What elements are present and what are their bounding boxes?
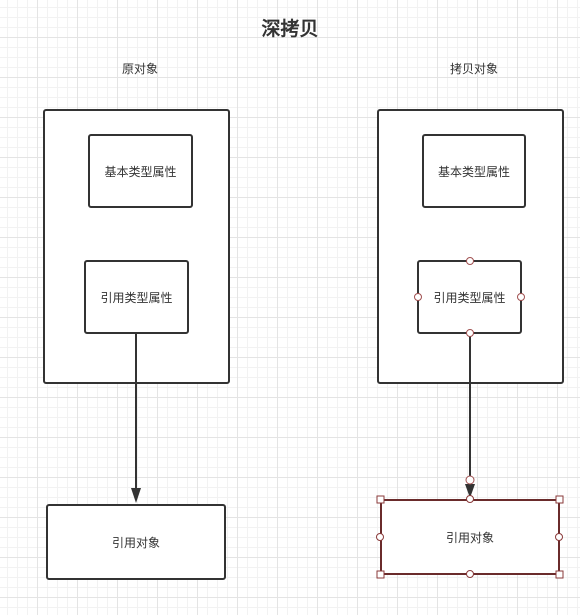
original-ref-arrow-head bbox=[131, 488, 141, 503]
copy-object-heading: 拷贝对象 bbox=[449, 62, 498, 76]
copy-ref-attr-handle-bottom[interactable] bbox=[466, 329, 474, 337]
copy-arrow-end-handle[interactable] bbox=[465, 475, 475, 485]
copy-ref-attr-handle-left[interactable] bbox=[414, 293, 422, 301]
original-ref-attr-label: 引用类型属性 bbox=[100, 290, 173, 305]
copy-basic-attr-label: 基本类型属性 bbox=[437, 164, 510, 179]
selection-handle-right-mid[interactable] bbox=[555, 533, 563, 541]
original-ref-attr-box[interactable]: 引用类型属性 bbox=[84, 260, 189, 334]
copy-ref-attr-handle-top[interactable] bbox=[466, 257, 474, 265]
selection-handle-bottom-mid[interactable] bbox=[466, 570, 474, 578]
selection-handle-left-mid[interactable] bbox=[376, 533, 384, 541]
original-basic-attr-box[interactable]: 基本类型属性 bbox=[88, 134, 193, 208]
original-basic-attr-label: 基本类型属性 bbox=[104, 164, 177, 179]
selection-handle-top-left[interactable] bbox=[376, 495, 385, 504]
selection-handle-top-right[interactable] bbox=[555, 495, 564, 504]
original-object-heading: 原对象 bbox=[121, 62, 158, 76]
copy-ref-attr-label: 引用类型属性 bbox=[433, 290, 506, 305]
original-ref-object-label: 引用对象 bbox=[111, 535, 160, 550]
copy-ref-attr-handle-right[interactable] bbox=[517, 293, 525, 301]
selection-handle-top-mid[interactable] bbox=[466, 495, 474, 503]
diagram-title: 深拷贝 bbox=[261, 18, 319, 40]
selection-handle-bottom-left[interactable] bbox=[376, 570, 385, 579]
copy-ref-arrow-head bbox=[465, 484, 475, 498]
original-ref-object-box[interactable]: 引用对象 bbox=[46, 504, 226, 580]
copy-basic-attr-box[interactable]: 基本类型属性 bbox=[422, 134, 526, 208]
copy-ref-object-label: 引用对象 bbox=[445, 530, 494, 545]
selection-handle-bottom-right[interactable] bbox=[555, 570, 564, 579]
